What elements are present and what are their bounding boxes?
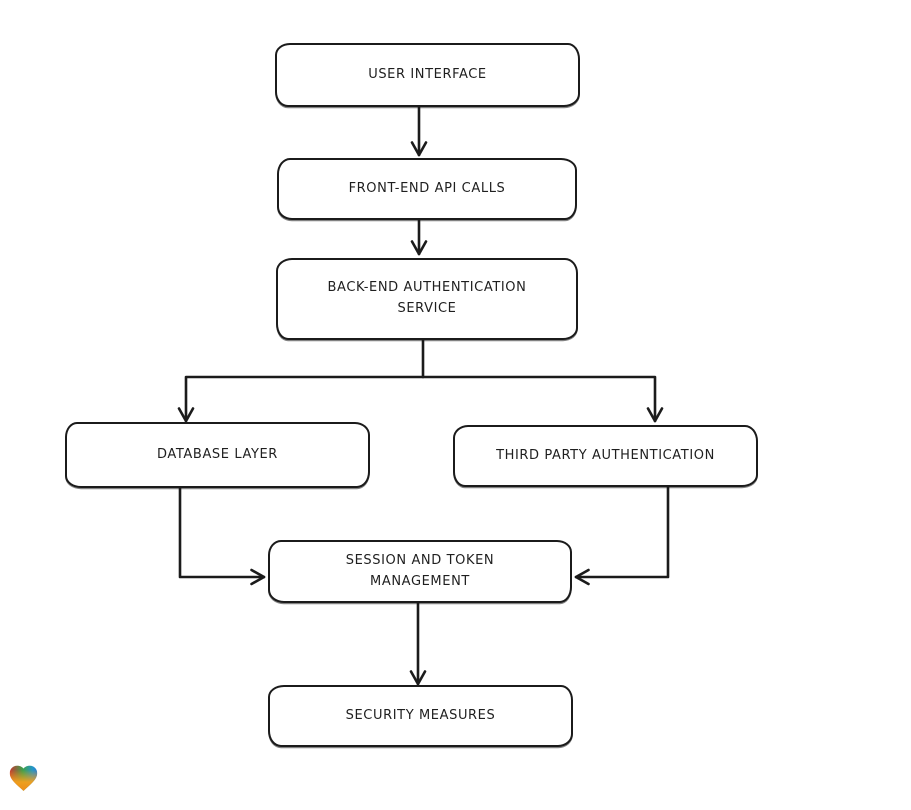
node-third-party-authentication[interactable]: THIRD PARTY AUTHENTICATION	[453, 425, 758, 487]
node-label-database-layer: DATABASE LAYER	[157, 446, 278, 462]
heart-icon	[9, 765, 38, 791]
node-back-end-authentication-service[interactable]: BACK-END AUTHENTICATION SERVICE	[276, 258, 578, 340]
node-label-third-party-authentication: THIRD PARTY AUTHENTICATION	[496, 447, 715, 463]
edge-database-layer-to-session-and-token-management	[178, 486, 266, 586]
node-label-user-interface: USER INTERFACE	[368, 66, 487, 82]
node-front-end-api-calls[interactable]: FRONT-END API CALLS	[277, 158, 577, 220]
node-label-back-end-authentication-service: BACK-END AUTHENTICATION SERVICE	[327, 280, 527, 316]
node-user-interface[interactable]: USER INTERFACE	[275, 43, 580, 107]
node-security-measures[interactable]: SECURITY MEASURES	[268, 685, 573, 747]
node-label-front-end-api-calls: FRONT-END API CALLS	[348, 180, 506, 196]
edge-front-end-api-calls-to-back-end-authentication-service	[410, 218, 428, 256]
node-session-and-token-management[interactable]: SESSION AND TOKEN MANAGEMENT	[268, 540, 572, 603]
edge-user-interface-to-front-end-api-calls	[410, 105, 428, 157]
gradient-heart-logo[interactable]	[7, 761, 40, 795]
node-database-layer[interactable]: DATABASE LAYER	[65, 422, 370, 488]
edge-third-party-authentication-to-session-and-token-management	[574, 485, 670, 586]
edge-back-end-authentication-service-to-database-layer	[177, 338, 425, 423]
edge-back-end-authentication-service-to-third-party-authentication	[421, 375, 664, 423]
node-label-security-measures: SECURITY MEASURES	[345, 707, 496, 723]
node-label-session-and-token-management: SESSION AND TOKEN MANAGEMENT	[345, 552, 495, 589]
edge-session-and-token-management-to-security-measures	[409, 601, 427, 686]
